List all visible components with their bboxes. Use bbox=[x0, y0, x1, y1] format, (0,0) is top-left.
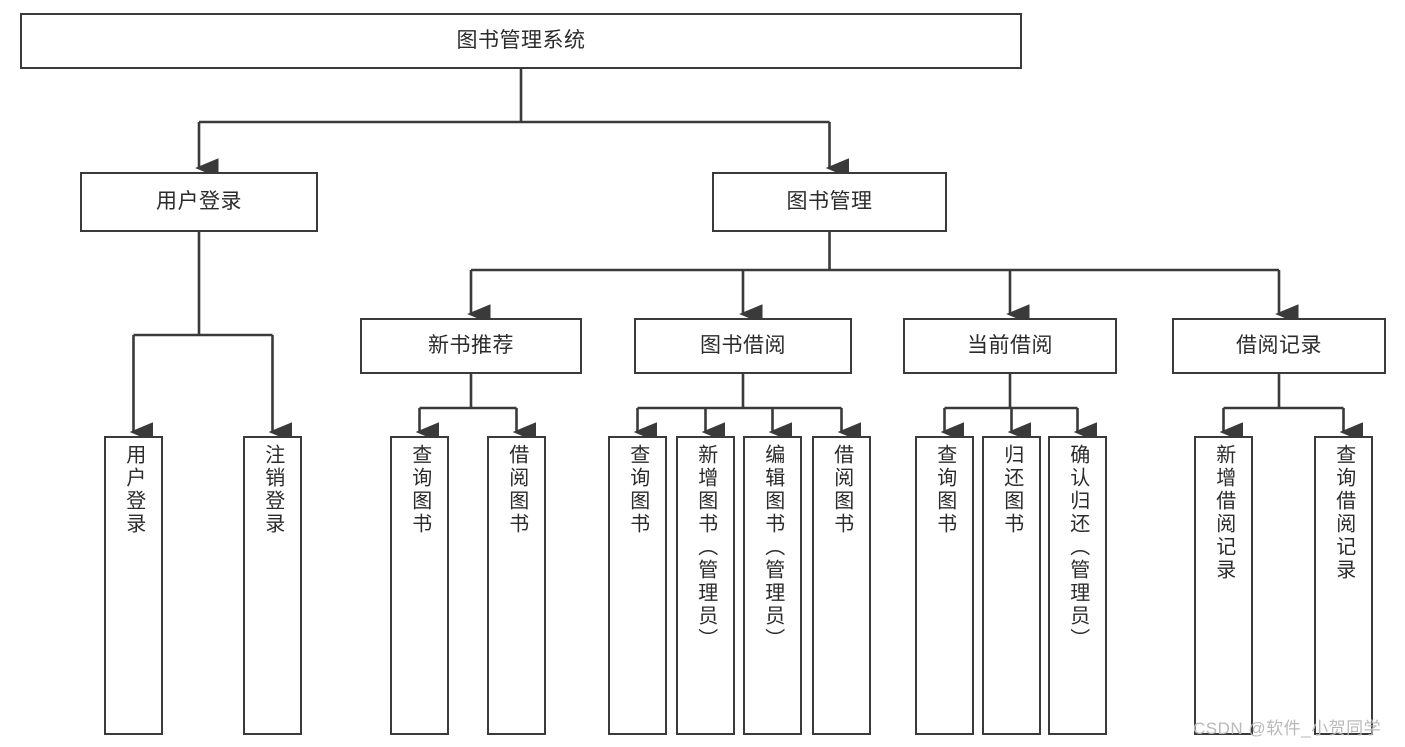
node-label: 编辑图书（管理员） bbox=[761, 444, 784, 651]
node-label: 当前借阅 bbox=[967, 334, 1053, 358]
node-label: 图书管理系统 bbox=[456, 29, 586, 53]
node-leaf-user-login: 用户登录 bbox=[104, 436, 163, 735]
node-borrow-record: 借阅记录 bbox=[1172, 318, 1386, 374]
node-new-book-recommend: 新书推荐 bbox=[360, 318, 582, 374]
node-label: 归还图书 bbox=[1000, 444, 1023, 536]
node-leaf-query-book-current: 查询图书 bbox=[915, 436, 974, 735]
node-label: 查询借阅记录 bbox=[1332, 444, 1355, 582]
node-book-borrow: 图书借阅 bbox=[634, 318, 852, 374]
node-label: 查询图书 bbox=[626, 444, 649, 536]
node-leaf-query-book-recommend: 查询图书 bbox=[390, 436, 449, 735]
node-leaf-edit-book: 编辑图书（管理员） bbox=[743, 436, 802, 735]
node-leaf-confirm-return: 确认归还（管理员） bbox=[1048, 436, 1107, 735]
node-label: 借阅图书 bbox=[505, 444, 528, 536]
node-leaf-borrow-book-recommend: 借阅图书 bbox=[487, 436, 546, 735]
node-label: 新书推荐 bbox=[428, 334, 514, 358]
node-leaf-add-borrow-record: 新增借阅记录 bbox=[1194, 436, 1253, 735]
node-label: 借阅记录 bbox=[1236, 334, 1322, 358]
node-label: 新增借阅记录 bbox=[1212, 444, 1235, 582]
node-leaf-add-book: 新增图书（管理员） bbox=[676, 436, 735, 735]
watermark: CSDN @软件_小贺同学 bbox=[1193, 719, 1382, 738]
node-leaf-return-book: 归还图书 bbox=[982, 436, 1041, 735]
node-label: 借阅图书 bbox=[830, 444, 853, 536]
node-label: 用户登录 bbox=[156, 190, 242, 214]
node-user-login: 用户登录 bbox=[80, 172, 318, 232]
node-label: 新增图书（管理员） bbox=[694, 444, 717, 651]
node-leaf-user-logout: 注销登录 bbox=[243, 436, 302, 735]
node-label: 注销登录 bbox=[261, 444, 284, 536]
node-label: 查询图书 bbox=[408, 444, 431, 536]
node-label: 图书借阅 bbox=[700, 334, 786, 358]
node-label: 用户登录 bbox=[122, 444, 145, 536]
node-label: 查询图书 bbox=[933, 444, 956, 536]
node-book-manage: 图书管理 bbox=[712, 172, 947, 232]
node-current-borrow: 当前借阅 bbox=[903, 318, 1117, 374]
node-label: 图书管理 bbox=[786, 190, 873, 214]
node-leaf-borrow-book: 借阅图书 bbox=[812, 436, 871, 735]
node-leaf-query-book-borrow: 查询图书 bbox=[608, 436, 667, 735]
node-root: 图书管理系统 bbox=[20, 13, 1022, 69]
node-label: 确认归还（管理员） bbox=[1066, 444, 1089, 651]
node-leaf-query-borrow-record: 查询借阅记录 bbox=[1314, 436, 1373, 735]
